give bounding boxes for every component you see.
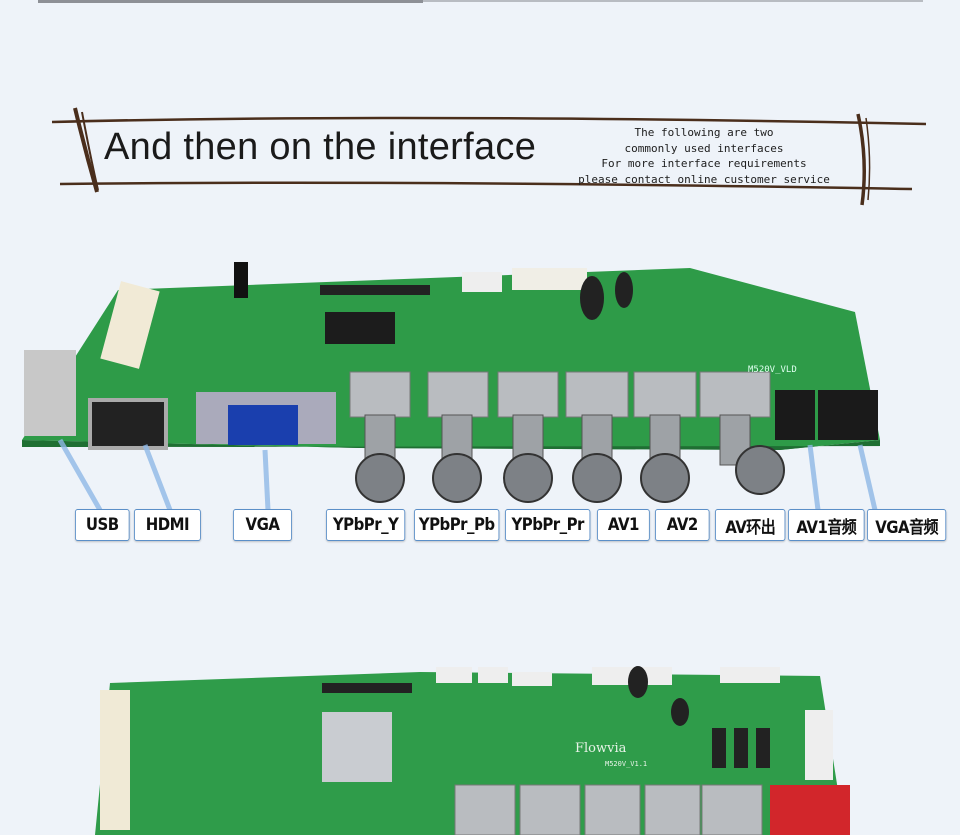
label-ypbpr-pr: YPbPr_Pr bbox=[505, 509, 591, 541]
divider bbox=[38, 0, 923, 2]
section-title: And then on the interface bbox=[104, 126, 537, 168]
label-av1: AV1 bbox=[597, 509, 650, 541]
note-line: The following are two bbox=[634, 126, 774, 139]
label-av-out: AV环出 bbox=[715, 509, 786, 541]
note-line: For more interface requirements bbox=[601, 157, 807, 170]
label-av2: AV2 bbox=[655, 509, 710, 541]
label-av1-audio: AV1音频 bbox=[788, 509, 865, 541]
label-usb: USB bbox=[75, 509, 130, 541]
board-silkscreen: M520V_VLD bbox=[748, 365, 797, 375]
title-banner-frame bbox=[51, 107, 927, 206]
label-ypbpr-y: YPbPr_Y bbox=[326, 509, 406, 541]
note-line: please contact online customer service bbox=[578, 172, 830, 186]
label-vga-audio: VGA音频 bbox=[867, 509, 947, 541]
board-brand: Flowvia bbox=[575, 741, 627, 756]
interface-note: The following are two commonly used inte… bbox=[566, 125, 842, 187]
note-line: commonly used interfaces bbox=[624, 141, 784, 155]
label-vga: VGA bbox=[233, 509, 292, 541]
divider bbox=[38, 0, 423, 3]
mainboard-image-1: M520V_VLD bbox=[22, 262, 880, 510]
label-ypbpr-pb: YPbPr_Pb bbox=[414, 509, 500, 541]
label-hdmi: HDMI bbox=[134, 509, 201, 541]
board-silkscreen: M520V_V1.1 bbox=[605, 760, 647, 768]
mainboard-image-2: Flowvia M520V_V1.1 bbox=[95, 666, 850, 835]
